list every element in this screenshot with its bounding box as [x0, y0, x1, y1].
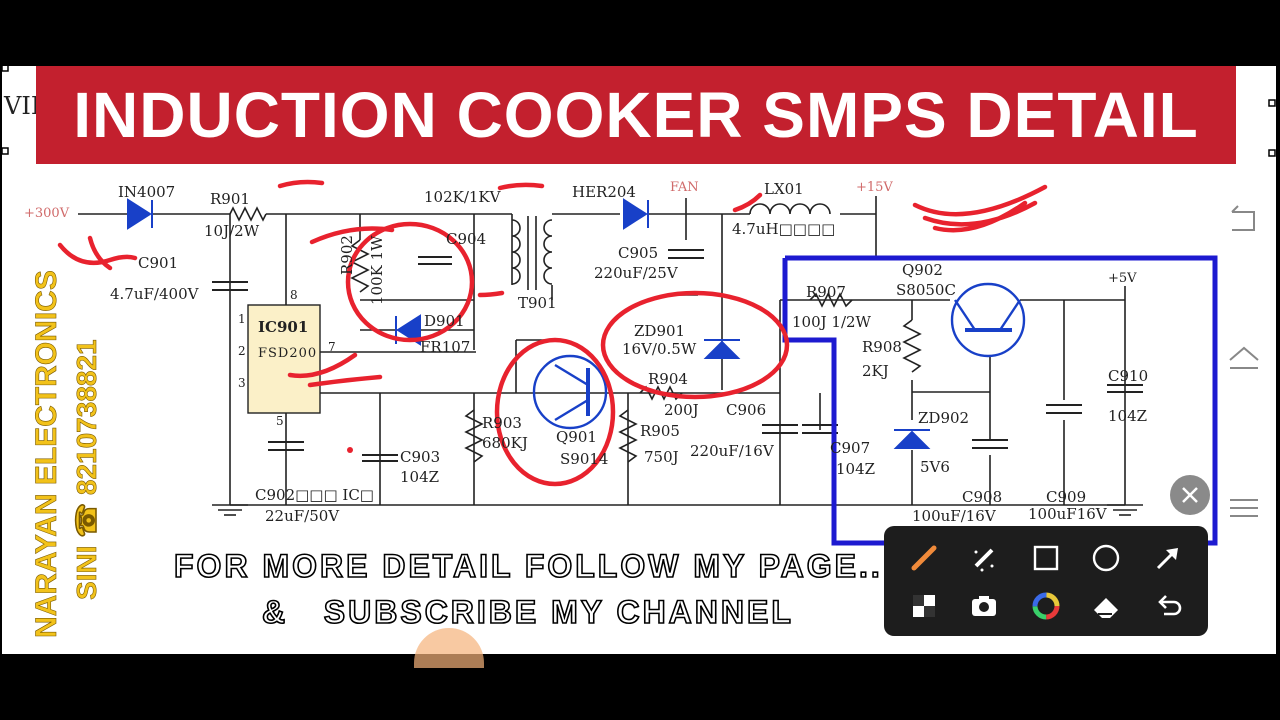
label-c910-value: 104Z: [1108, 407, 1148, 425]
color-picker-icon: [1032, 592, 1060, 620]
watermark-line2: SINI ☎ 8210738821: [71, 339, 103, 600]
label-zd901: ZD901: [634, 322, 686, 340]
label-r908: R908: [862, 338, 902, 356]
label-pin7: 7: [328, 340, 336, 354]
arrow-tool-button[interactable]: [1148, 538, 1188, 578]
label-ic901: IC901: [258, 318, 309, 336]
home-button[interactable]: [1224, 340, 1264, 380]
eraser-tool-button[interactable]: [1086, 586, 1126, 626]
camera-tool-button[interactable]: [964, 586, 1004, 626]
label-c902: C902□□□ IC□: [255, 486, 374, 504]
label-c909: C909: [1046, 488, 1087, 506]
label-c906-value: 220uF/16V: [690, 442, 774, 460]
footer-subscribe-text: & SUBSCRIBE MY CHANNEL: [261, 593, 794, 631]
label-pin2: 2: [238, 344, 246, 358]
label-c908-value: 100uF/16V: [912, 507, 996, 525]
footer-follow-text: FOR MORE DETAIL FOLLOW MY PAGE..: [173, 547, 883, 585]
color-picker-button[interactable]: [1026, 586, 1066, 626]
pen-icon: [911, 545, 937, 571]
label-zd902-value: 5V6: [920, 458, 950, 476]
mosaic-tool-button[interactable]: [904, 586, 944, 626]
label-c905: C905: [618, 244, 659, 262]
label-q902-value: S8050C: [896, 281, 956, 299]
label-t901: T901: [518, 294, 557, 312]
square-icon: [1033, 545, 1059, 571]
label-q901: Q901: [556, 428, 597, 446]
label-d901-value: FR107: [420, 338, 471, 356]
label-c901-value: 4.7uF/400V: [110, 285, 199, 303]
camera-icon: [972, 596, 996, 616]
label-r904: R904: [648, 370, 688, 388]
menu-button[interactable]: [1224, 488, 1264, 528]
home-icon: [1229, 346, 1259, 369]
label-r902: R902: [338, 235, 356, 275]
label-pin8: 8: [290, 288, 298, 302]
label-r901: R901: [210, 190, 250, 208]
label-c905-value: 220uF/25V: [594, 264, 678, 282]
back-icon: [1231, 205, 1255, 231]
label-pin3: 3: [238, 376, 246, 390]
circle-icon: [1092, 544, 1120, 572]
eraser-icon: [1094, 598, 1118, 618]
arrow-icon: [1156, 548, 1178, 570]
watermark-line1: NARAYAN ELECTRONICS: [30, 270, 64, 638]
label-lx01-value: 4.7uH□□□□: [732, 220, 836, 238]
label-q902: Q902: [902, 261, 943, 279]
label-c903-value: 104Z: [400, 468, 440, 486]
drawing-toolbar: [884, 526, 1208, 636]
label-c906: C906: [726, 401, 767, 419]
label-r903-value: 680KJ: [482, 434, 528, 452]
label-r908-value: 2KJ: [862, 362, 889, 380]
label-r905: R905: [640, 422, 680, 440]
label-c907-value: 104Z: [836, 460, 876, 478]
label-r903: R903: [482, 414, 522, 432]
label-in4007: IN4007: [118, 183, 176, 201]
label-r904-value: 200J: [664, 401, 699, 419]
label-fan: FAN: [670, 180, 699, 195]
label-pin5: 5: [276, 414, 284, 428]
label-pin1: 1: [238, 312, 246, 326]
label-c902-value: 22uF/50V: [265, 507, 340, 525]
label-c904-value: 102K/1KV: [424, 188, 501, 206]
label-lx01: LX01: [764, 180, 804, 198]
magic-wand-icon: [974, 548, 994, 572]
label-her204: HER204: [572, 183, 636, 201]
label-c901: C901: [138, 254, 179, 272]
label-c910: C910: [1108, 367, 1149, 385]
label-r905-value: 750J: [644, 448, 679, 466]
label-fsd200: FSD200: [258, 346, 318, 361]
label-r907-value: 100J 1/2W: [792, 313, 871, 331]
close-icon: [1182, 487, 1198, 503]
label-r907: R907: [806, 283, 846, 301]
back-button[interactable]: [1224, 200, 1264, 240]
label-zd901-value: 16V/0.5W: [622, 340, 697, 358]
label-c908: C908: [962, 488, 1003, 506]
label-5v: +5V: [1108, 271, 1137, 286]
close-button[interactable]: [1170, 475, 1210, 515]
magic-wand-tool-button[interactable]: [964, 538, 1004, 578]
label-r902-value: 100K 1W: [368, 235, 386, 305]
label-d901: D901: [424, 312, 465, 330]
pen-tool-button[interactable]: [904, 538, 944, 578]
circle-tool-button[interactable]: [1086, 538, 1126, 578]
undo-icon: [1158, 595, 1182, 616]
label-c904: C904: [446, 230, 487, 248]
label-15v: +15V: [856, 180, 893, 195]
label-q901-value: S9014: [560, 450, 609, 468]
label-c909-value: 100uF16V: [1028, 505, 1107, 523]
label-c903: C903: [400, 448, 441, 466]
rectangle-tool-button[interactable]: [1026, 538, 1066, 578]
label-c907: C907: [830, 439, 871, 457]
label-r901-value: 10J/2W: [204, 222, 260, 240]
label-zd902: ZD902: [918, 409, 970, 427]
label-300v: +300V: [24, 206, 70, 221]
undo-button[interactable]: [1148, 586, 1188, 626]
mosaic-icon: [913, 595, 935, 617]
menu-icon: [1230, 499, 1258, 517]
title-banner: INDUCTION COOKER SMPS DETAIL: [36, 66, 1236, 164]
edge-text: VII: [4, 92, 41, 120]
